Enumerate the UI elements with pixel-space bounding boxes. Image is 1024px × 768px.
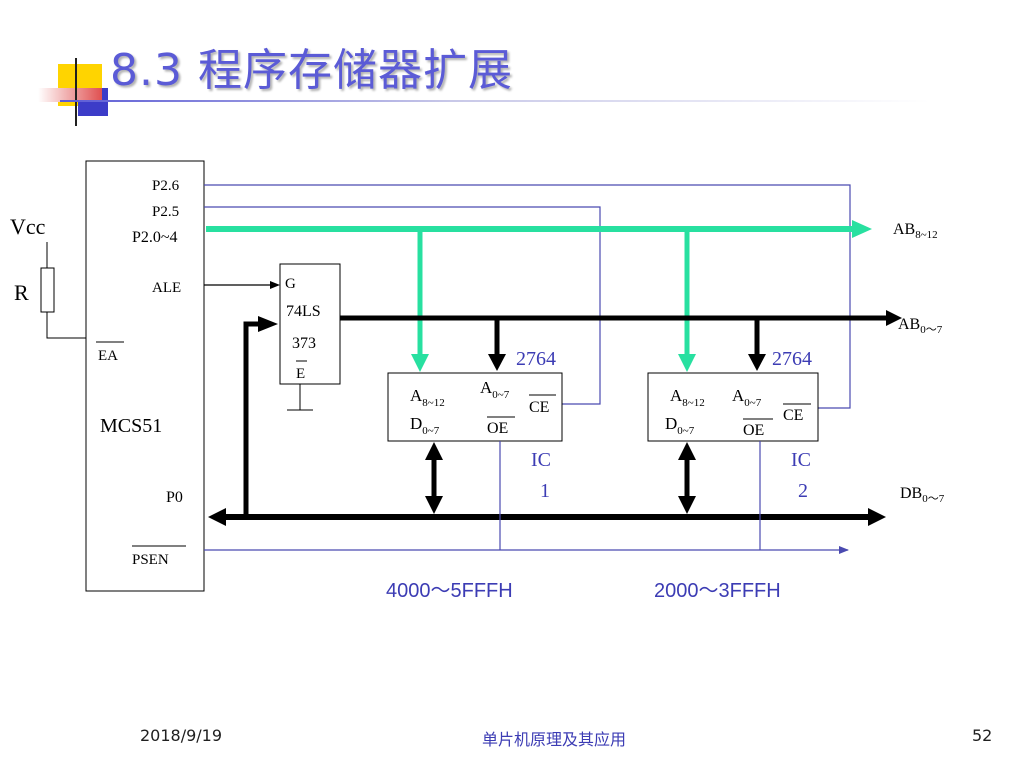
p0-to-latch-arrowhead — [258, 316, 278, 332]
db-ic1-arrow-down — [425, 496, 443, 514]
ic1-d-text: D — [410, 414, 422, 433]
ic2-oe-label: OE — [743, 422, 764, 439]
ab-low-bus-arrowhead — [886, 310, 902, 326]
ic2-chip — [647, 372, 819, 442]
ic1-label-line1: IC — [531, 449, 551, 471]
mcu-name-label: MCS51 — [100, 415, 162, 437]
db-bus-arrow-right — [868, 508, 886, 526]
vcc-label: Vcc — [10, 214, 46, 239]
ic1-oe-label: OE — [487, 420, 508, 437]
ic2-a-high-label: A8~12 — [670, 386, 705, 409]
mcs51-chip — [85, 160, 205, 592]
ic1-a-low-text: A — [480, 378, 493, 397]
footer-date: 2018/9/19 — [140, 726, 223, 745]
ic1-address-range: 4000～5FFFH — [386, 580, 513, 602]
db-ic2-arrow-down — [678, 496, 696, 514]
ic1-type-label: 2764 — [516, 348, 556, 370]
ab-low-to-ic1-arrowhead — [488, 354, 506, 371]
ale-arrowhead — [270, 281, 280, 289]
db-ic1-arrow-up — [425, 442, 443, 460]
logo-vertical-line — [75, 58, 77, 126]
ic2-label-line2: 2 — [798, 480, 808, 502]
ic2-label-line1: IC — [791, 449, 811, 471]
ab-low-sub: 0～7 — [920, 324, 942, 336]
pin-ale-label: ALE — [152, 280, 181, 296]
latch-g-label: G — [285, 276, 296, 292]
resistor-label: R — [14, 280, 29, 305]
footer-page-number: 52 — [972, 726, 993, 745]
latch-74ls373 — [279, 263, 341, 385]
ab-low-label: AB0～7 — [898, 316, 943, 336]
pin-ea-label: EA — [98, 348, 118, 364]
ic2-d-label: D0~7 — [665, 414, 695, 437]
ic2-type-label: 2764 — [772, 348, 812, 370]
ic1-d-sub: 0~7 — [422, 425, 439, 437]
p25-ce1-wire — [204, 206, 601, 405]
p0-to-latch-wire — [243, 321, 262, 518]
ic2-d-text: D — [665, 414, 677, 433]
ic1-a-low-label: A0~7 — [480, 378, 510, 401]
ic1-a-high-text: A — [410, 386, 423, 405]
pin-p0-label: P0 — [166, 489, 183, 506]
db-bus-arrow-left — [208, 508, 226, 526]
pin-p25-label: P2.5 — [152, 204, 179, 220]
ic1-ce-label: CE — [529, 399, 549, 416]
db-ic2-arrow-up — [678, 442, 696, 460]
ic2-address-range: 2000～3FFFH — [654, 580, 781, 602]
ab-high-text: AB — [893, 221, 915, 238]
pin-p26-label: P2.6 — [152, 178, 180, 194]
latch-e-label: E — [296, 366, 305, 382]
slide-title: 8.3 程序存储器扩展 — [110, 45, 513, 96]
pin-p20-label: P2.0~4 — [132, 229, 178, 246]
ic2-d-sub: 0~7 — [677, 425, 694, 437]
title-underline — [60, 100, 930, 102]
ab-low-text: AB — [898, 316, 920, 333]
ab-high-bus-arrowhead — [852, 220, 872, 238]
ic1-label-line2: 1 — [540, 480, 550, 502]
pin-psen-label: PSEN — [132, 552, 169, 568]
ic1-a-low-sub: 0~7 — [492, 389, 509, 401]
resistor-r — [40, 267, 55, 313]
latch-part2-label: 373 — [292, 335, 316, 352]
db-label: DB0～7 — [900, 485, 945, 505]
ab-high-to-ic2-arrowhead — [678, 354, 696, 372]
ic2-a-high-sub: 8~12 — [682, 397, 704, 409]
ic2-a-low-text: A — [732, 386, 745, 405]
ab-high-to-ic1-arrowhead — [411, 354, 429, 372]
ab-high-sub: 8~12 — [915, 229, 937, 241]
p26-ce2-wire — [204, 184, 851, 409]
db-text: DB — [900, 485, 922, 502]
ab-high-label: AB8~12 — [893, 221, 938, 241]
db-sub: 0～7 — [922, 493, 944, 505]
ic1-chip — [387, 372, 563, 442]
ic2-a-low-sub: 0~7 — [744, 397, 761, 409]
ic2-ce-label: CE — [783, 407, 803, 424]
footer-course-title: 单片机原理及其应用 — [482, 730, 627, 749]
ea-wire — [46, 312, 86, 339]
ic2-a-high-text: A — [670, 386, 683, 405]
ic2-a-low-label: A0~7 — [732, 386, 762, 409]
ic1-a-high-sub: 8~12 — [422, 397, 444, 409]
ic1-d-label: D0~7 — [410, 414, 440, 437]
ic1-a-high-label: A8~12 — [410, 386, 445, 409]
ab-low-to-ic2-arrowhead — [748, 354, 766, 371]
logo-red-bar — [38, 88, 102, 102]
latch-part1-label: 74LS — [286, 303, 321, 320]
